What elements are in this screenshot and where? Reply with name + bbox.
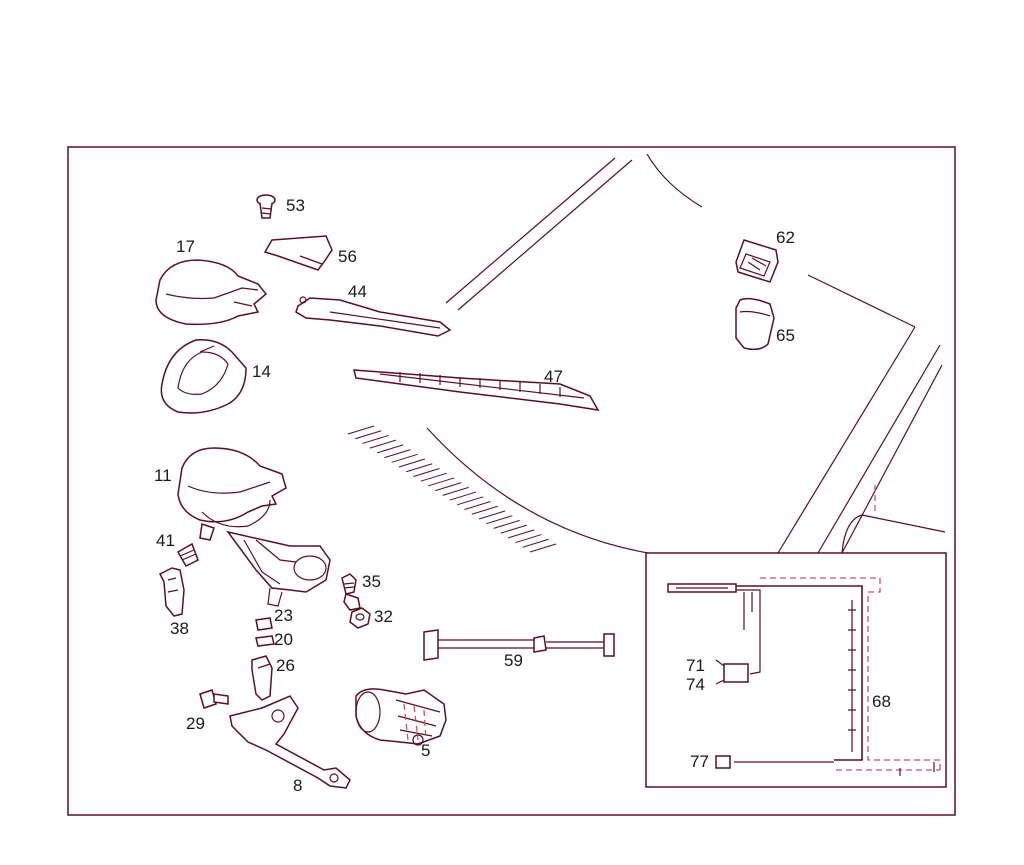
- hatch-stroke: [457, 496, 484, 506]
- label-32: 32: [374, 607, 393, 626]
- label-77: 77: [690, 752, 709, 771]
- part-labels: 53 56 17 44 14 47 62 65 11 41 38 35 32 2…: [154, 196, 891, 795]
- part-20-washer: [255, 635, 275, 647]
- part-59-cable: [423, 629, 615, 661]
- part-53-bolt: [256, 194, 276, 219]
- part-35-bolt: [341, 573, 361, 611]
- part-11-wiper-motor-housing: [177, 447, 331, 607]
- part-17-cap: [155, 259, 268, 326]
- hatch-stroke: [376, 444, 404, 454]
- part-56-cover: [263, 235, 333, 271]
- hatch-stroke: [471, 505, 498, 515]
- label-11: 11: [154, 466, 172, 485]
- part-47-wiper-blade: [353, 369, 600, 411]
- label-17: 17: [176, 237, 195, 256]
- part-29-bolt: [199, 689, 229, 709]
- hatch-stroke: [355, 430, 382, 440]
- hatch-stroke: [486, 515, 513, 525]
- part-65-cover: [735, 297, 775, 351]
- part-38-bracket: [158, 567, 185, 617]
- label-53: 53: [286, 196, 305, 215]
- label-20: 20: [274, 630, 293, 649]
- hatch-stroke: [435, 482, 462, 492]
- harness-inset-panel: [645, 552, 947, 788]
- label-44: 44: [348, 282, 367, 301]
- label-47: 47: [544, 367, 563, 386]
- hatch-stroke: [413, 468, 440, 477]
- label-8: 8: [293, 776, 302, 795]
- label-68: 68: [872, 692, 891, 711]
- hatch-stroke: [427, 477, 455, 487]
- hatch-stroke: [391, 453, 418, 463]
- part-23-washer: [255, 617, 273, 631]
- hatch-stroke: [522, 538, 549, 548]
- part-44-wiper-arm: [295, 296, 452, 337]
- label-74: 74: [686, 675, 705, 694]
- hatch-stroke: [362, 434, 389, 444]
- label-26: 26: [276, 656, 295, 675]
- hatch-stroke: [420, 472, 447, 482]
- label-35: 35: [362, 572, 381, 591]
- cowl-vent-hatching: [347, 425, 557, 553]
- hatch-stroke: [398, 458, 426, 468]
- hatch-stroke: [347, 425, 375, 435]
- label-56: 56: [338, 247, 357, 266]
- label-14: 14: [252, 362, 271, 381]
- part-32-nut: [349, 607, 371, 629]
- hatch-stroke: [369, 439, 396, 449]
- hatch-stroke: [384, 449, 411, 459]
- label-71: 71: [686, 656, 705, 675]
- part-26-bushing: [251, 655, 273, 701]
- hatch-stroke: [500, 524, 528, 534]
- hatch-stroke: [529, 543, 557, 553]
- hatch-stroke: [478, 510, 506, 520]
- diagram-frame: [67, 146, 956, 816]
- part-14-trim: [160, 339, 247, 414]
- hatch-stroke: [442, 486, 469, 496]
- label-5: 5: [421, 741, 430, 760]
- windshield-outline: [426, 153, 946, 554]
- label-41: 41: [156, 531, 175, 550]
- part-5-wiper-motor: [355, 688, 447, 746]
- label-38: 38: [170, 619, 189, 638]
- part-8-linkage: [229, 695, 351, 789]
- hatch-stroke: [508, 529, 535, 539]
- hatch-stroke: [515, 534, 542, 544]
- hatch-stroke: [449, 491, 477, 501]
- label-59: 59: [504, 651, 523, 670]
- hatch-stroke: [493, 519, 520, 529]
- label-65: 65: [776, 326, 795, 345]
- part-62-sensor: [735, 239, 779, 283]
- part-41-grommet: [176, 542, 199, 567]
- label-62: 62: [776, 228, 795, 247]
- hatch-stroke: [406, 463, 433, 473]
- hatch-stroke: [464, 501, 491, 510]
- label-23: 23: [274, 606, 293, 625]
- label-29: 29: [186, 714, 205, 733]
